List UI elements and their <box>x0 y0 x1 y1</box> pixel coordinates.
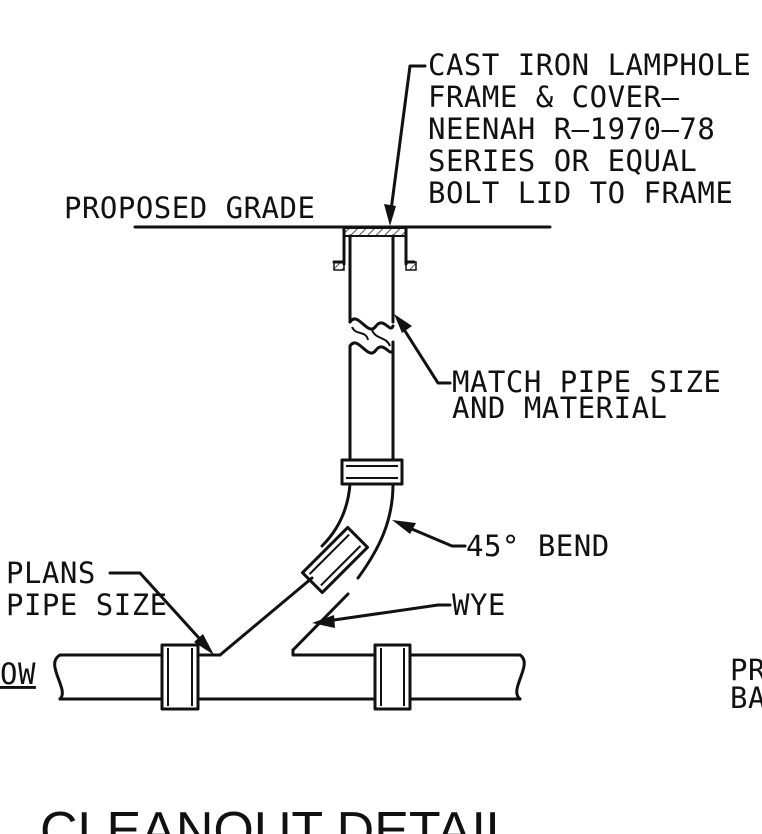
main-pipe <box>53 648 526 701</box>
bend-coupling <box>300 525 370 595</box>
svg-text:MATCH PIPE SIZE: MATCH PIPE SIZE <box>452 365 721 399</box>
right-edge-label-partial: PR BA <box>730 653 762 715</box>
riser-pipe <box>348 234 395 462</box>
svg-text:AND MATERIAL: AND MATERIAL <box>452 391 668 425</box>
bend-label: 45° BEND <box>466 529 610 563</box>
main-coupling-right <box>373 643 412 711</box>
svg-text:CAST IRON LAMPHOLE: CAST IRON LAMPHOLE <box>428 48 751 82</box>
plans-callout: PLANS PIPE SIZE <box>6 556 168 622</box>
svg-text:BOLT LID TO FRAME: BOLT LID TO FRAME <box>428 176 733 210</box>
wye-leader <box>312 603 452 628</box>
svg-text:PIPE SIZE: PIPE SIZE <box>6 588 168 622</box>
riser-coupling <box>340 458 404 486</box>
svg-text:SERIES OR EQUAL: SERIES OR EQUAL <box>428 144 697 178</box>
svg-text:PLANS: PLANS <box>6 556 96 590</box>
lamphole-leader <box>384 64 427 226</box>
svg-text:FRAME & COVER–: FRAME & COVER– <box>428 80 679 114</box>
svg-text:BA: BA <box>730 681 762 715</box>
main-coupling-left <box>160 643 200 711</box>
lamphole-frame-cover <box>332 226 417 271</box>
wye-label: WYE <box>452 588 506 622</box>
match-pipe-callout: MATCH PIPE SIZE AND MATERIAL <box>452 365 721 425</box>
bend-45 <box>320 482 395 580</box>
detail-title: CLEANOUT DETAIL <box>40 802 515 834</box>
svg-text:NEENAH R–1970–78: NEENAH R–1970–78 <box>428 112 715 146</box>
proposed-grade-label: PROPOSED GRADE <box>64 191 315 225</box>
svg-text:PR: PR <box>730 653 762 687</box>
bend-leader <box>392 520 467 548</box>
wye-branch <box>218 576 350 657</box>
plans-leader <box>108 571 214 655</box>
flow-label-partial: OW <box>0 657 36 691</box>
match-pipe-leader <box>394 314 452 385</box>
lamphole-callout: CAST IRON LAMPHOLE FRAME & COVER– NEENAH… <box>428 48 751 210</box>
